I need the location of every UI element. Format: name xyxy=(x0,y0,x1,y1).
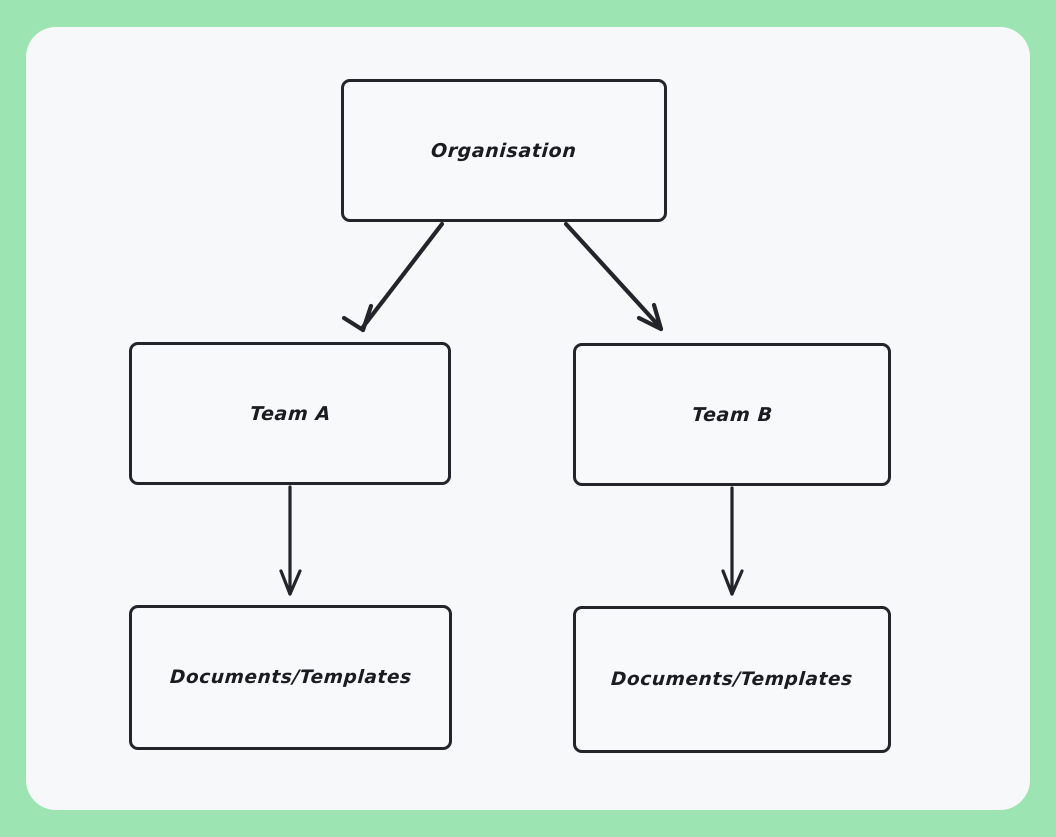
node-team-a-label: Team A xyxy=(248,402,332,425)
node-organisation-label: Organisation xyxy=(430,139,578,162)
node-team-a[interactable]: Team A xyxy=(129,342,451,485)
node-documents-templates-b[interactable]: Documents/Templates xyxy=(573,606,891,753)
edge-org-to-team-a xyxy=(341,221,445,333)
node-documents-templates-a-label: Documents/Templates xyxy=(168,667,413,688)
node-documents-templates-a[interactable]: Documents/Templates xyxy=(129,605,452,750)
node-organisation[interactable]: Organisation xyxy=(341,79,667,222)
node-documents-templates-b-label: Documents/Templates xyxy=(610,669,854,690)
node-team-b-label: Team B xyxy=(690,403,774,426)
edge-team-b-to-documents xyxy=(721,486,744,596)
node-team-b[interactable]: Team B xyxy=(573,343,891,486)
edge-team-a-to-documents xyxy=(279,485,302,596)
edge-org-to-team-b xyxy=(563,221,664,332)
